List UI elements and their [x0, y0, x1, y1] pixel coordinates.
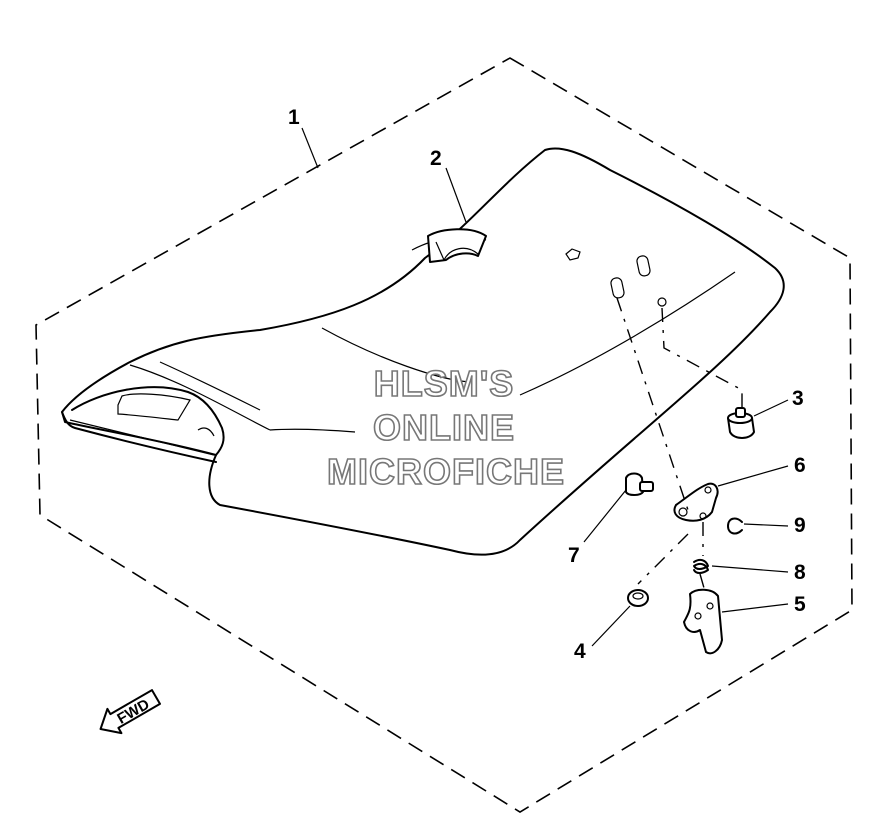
- callout-5: 5: [794, 593, 806, 616]
- callout-9: 9: [794, 514, 806, 537]
- part-8-spring: [693, 558, 709, 574]
- callout-1: 1: [288, 106, 300, 129]
- assembly-lines: [616, 297, 743, 589]
- callout-3: 3: [792, 387, 804, 410]
- seat: [61, 147, 785, 556]
- part-3-damper: [727, 407, 755, 439]
- callout-8: 8: [794, 561, 806, 584]
- fwd-arrow-icon: FWD: [99, 689, 161, 735]
- callout-6: 6: [794, 454, 806, 477]
- callout-7: 7: [568, 544, 580, 567]
- watermark: HLSM'S ONLINE MICROFICHE: [326, 362, 565, 493]
- leader-lines: [301, 127, 789, 647]
- part-9-clip: [727, 517, 743, 535]
- callout-2: 2: [430, 147, 442, 170]
- watermark-line-2: ONLINE: [373, 407, 515, 448]
- watermark-line-1: HLSM'S: [374, 363, 515, 404]
- part-5-latch: [683, 588, 723, 655]
- watermark-line-3: MICROFICHE: [327, 451, 565, 492]
- part-6-plate: [673, 482, 719, 522]
- part-4-grommet: [627, 589, 649, 607]
- part-7-bolt: [625, 472, 654, 496]
- callout-4: 4: [574, 640, 586, 663]
- assembly-boundary: [35, 57, 853, 813]
